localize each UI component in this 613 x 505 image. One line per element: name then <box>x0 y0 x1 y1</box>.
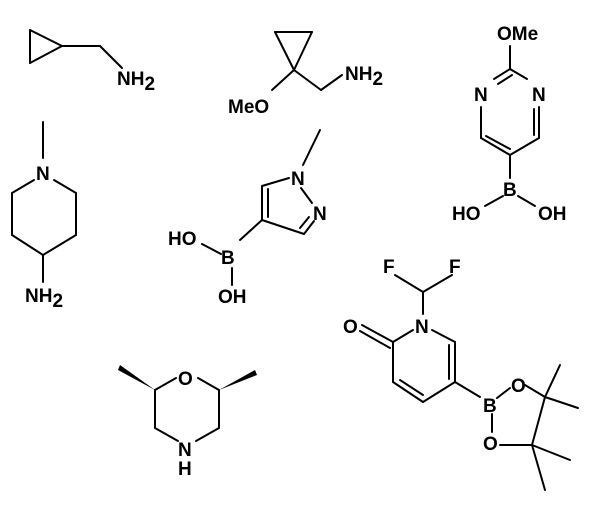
methoxy-label: MeO <box>228 97 269 118</box>
bond-chf2-f-left <box>394 274 424 293</box>
pinacol-methyls <box>531 364 579 491</box>
fluorine-left: F <box>383 257 395 278</box>
dioxaborolane-o-top: O <box>511 376 526 397</box>
pyrazole-n2: N <box>313 204 327 225</box>
carbonyl-bond-a <box>361 324 394 343</box>
bond-b-oh-left <box>484 195 504 207</box>
molecule-methoxypyrimidine-boronic-acid: OMe N N B HO OH <box>452 24 567 225</box>
pyrazole-n1: N <box>291 169 305 190</box>
hydroxyl-bottom: OH <box>218 287 247 308</box>
dioxaborolane-o-bottom: O <box>483 434 498 455</box>
pyrimidine-n-left: N <box>474 85 488 106</box>
bond-c5-b <box>454 381 481 398</box>
piperidine-ring <box>11 179 77 256</box>
molecule-methylpiperidinamine: N NH2 <box>11 121 77 312</box>
fluorine-right: F <box>449 257 461 278</box>
molecule-methoxycyclopropylmethanamine: NH2 MeO <box>228 31 383 118</box>
bond-ch2-n <box>99 45 123 69</box>
carbonyl-bond-b <box>359 330 391 349</box>
pyridone-n: N <box>415 317 429 338</box>
morpholine-n: N <box>178 440 192 461</box>
hydroxyl-left: HO <box>452 204 481 225</box>
boron-label: B <box>483 396 497 417</box>
morpholine-o: O <box>178 369 193 390</box>
bond-c4-b <box>239 219 263 241</box>
pyridone-ring <box>392 329 456 403</box>
hydroxyl-right: OH <box>538 204 567 225</box>
bond-c-ch2 <box>293 69 322 91</box>
bond-n1-methyl <box>302 129 321 166</box>
pyrazole-ring <box>261 177 315 235</box>
methyl-wedge-right <box>219 370 257 390</box>
pyrimidine-ring <box>480 68 540 156</box>
methoxy-label: OMe <box>497 24 538 45</box>
bond-b-oh-left <box>201 243 222 255</box>
molecule-dimethylmorpholine: O N H <box>118 365 257 480</box>
piperidine-n: N <box>36 164 50 185</box>
bond-ch2-n <box>320 74 343 91</box>
amine-label: NH2 <box>117 69 155 95</box>
bond-chf2-f-right <box>422 274 453 293</box>
bond-b-oh-right <box>517 195 536 207</box>
morpholine-nh-h: H <box>178 459 192 480</box>
amine-label: NH2 <box>25 286 63 312</box>
morpholine-ring <box>154 377 220 442</box>
molecule-difluoromethyl-pyridone-bpin: F F N O B O O <box>343 257 579 491</box>
cyclopropane-ring <box>274 31 313 71</box>
amine-label: NH2 <box>345 64 383 90</box>
cyclopropane-ring <box>29 29 63 64</box>
boron-label: B <box>503 180 517 201</box>
carbonyl-o: O <box>343 317 358 338</box>
dioxaborolane-ring <box>491 384 546 446</box>
methyl-wedge-left <box>118 365 155 390</box>
molecule-cyclopropylmethanamine: NH2 <box>29 29 155 95</box>
molecule-methylpyrazole-boronic-acid: N N B HO OH <box>168 129 327 308</box>
boron-label: B <box>221 248 235 269</box>
hydroxyl-left: HO <box>168 229 197 250</box>
bond-c-o <box>271 69 295 91</box>
pyrimidine-n-right: N <box>532 85 546 106</box>
